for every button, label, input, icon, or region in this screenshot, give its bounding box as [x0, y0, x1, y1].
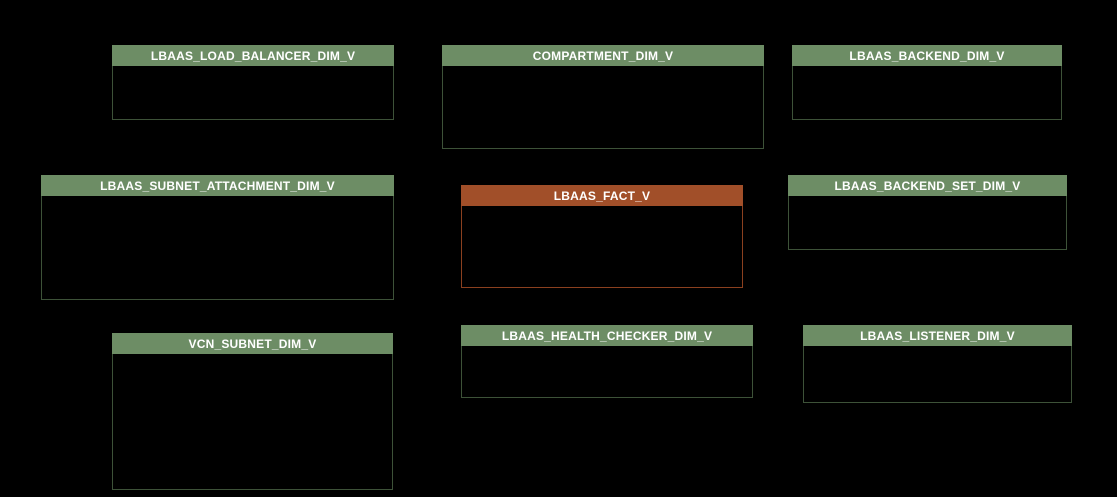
entity-dimension-lbaas_subnet_attachment_dim_v[interactable]: LBAAS_SUBNET_ATTACHMENT_DIM_V: [41, 175, 394, 300]
entity-title: LBAAS_HEALTH_CHECKER_DIM_V: [461, 325, 753, 346]
entity-column-list: [788, 196, 1067, 250]
entity-dimension-lbaas_health_checker_dim_v[interactable]: LBAAS_HEALTH_CHECKER_DIM_V: [461, 325, 753, 398]
entity-dimension-compartment_dim_v[interactable]: COMPARTMENT_DIM_V: [442, 45, 764, 149]
entity-column-list: [112, 66, 394, 120]
entity-dimension-lbaas_backend_set_dim_v[interactable]: LBAAS_BACKEND_SET_DIM_V: [788, 175, 1067, 250]
entity-column-list: [112, 354, 393, 490]
entity-column-list: [461, 346, 753, 398]
entity-title: LBAAS_FACT_V: [461, 185, 743, 206]
entity-column-list: [803, 346, 1072, 403]
entity-dimension-lbaas_backend_dim_v[interactable]: LBAAS_BACKEND_DIM_V: [792, 45, 1062, 120]
entity-column-list: [792, 66, 1062, 120]
entity-title: VCN_SUBNET_DIM_V: [112, 333, 393, 354]
entity-title: LBAAS_BACKEND_SET_DIM_V: [788, 175, 1067, 196]
entity-title: LBAAS_LISTENER_DIM_V: [803, 325, 1072, 346]
entity-title: LBAAS_LOAD_BALANCER_DIM_V: [112, 45, 394, 66]
entity-column-list: [461, 206, 743, 288]
entity-dimension-lbaas_load_balancer_dim_v[interactable]: LBAAS_LOAD_BALANCER_DIM_V: [112, 45, 394, 120]
entity-column-list: [41, 196, 394, 300]
entity-title: LBAAS_SUBNET_ATTACHMENT_DIM_V: [41, 175, 394, 196]
entity-fact-lbaas_fact_v[interactable]: LBAAS_FACT_V: [461, 185, 743, 288]
entity-column-list: [442, 66, 764, 149]
entity-dimension-vcn_subnet_dim_v[interactable]: VCN_SUBNET_DIM_V: [112, 333, 393, 490]
entity-title: COMPARTMENT_DIM_V: [442, 45, 764, 66]
entity-title: LBAAS_BACKEND_DIM_V: [792, 45, 1062, 66]
entity-dimension-lbaas_listener_dim_v[interactable]: LBAAS_LISTENER_DIM_V: [803, 325, 1072, 403]
